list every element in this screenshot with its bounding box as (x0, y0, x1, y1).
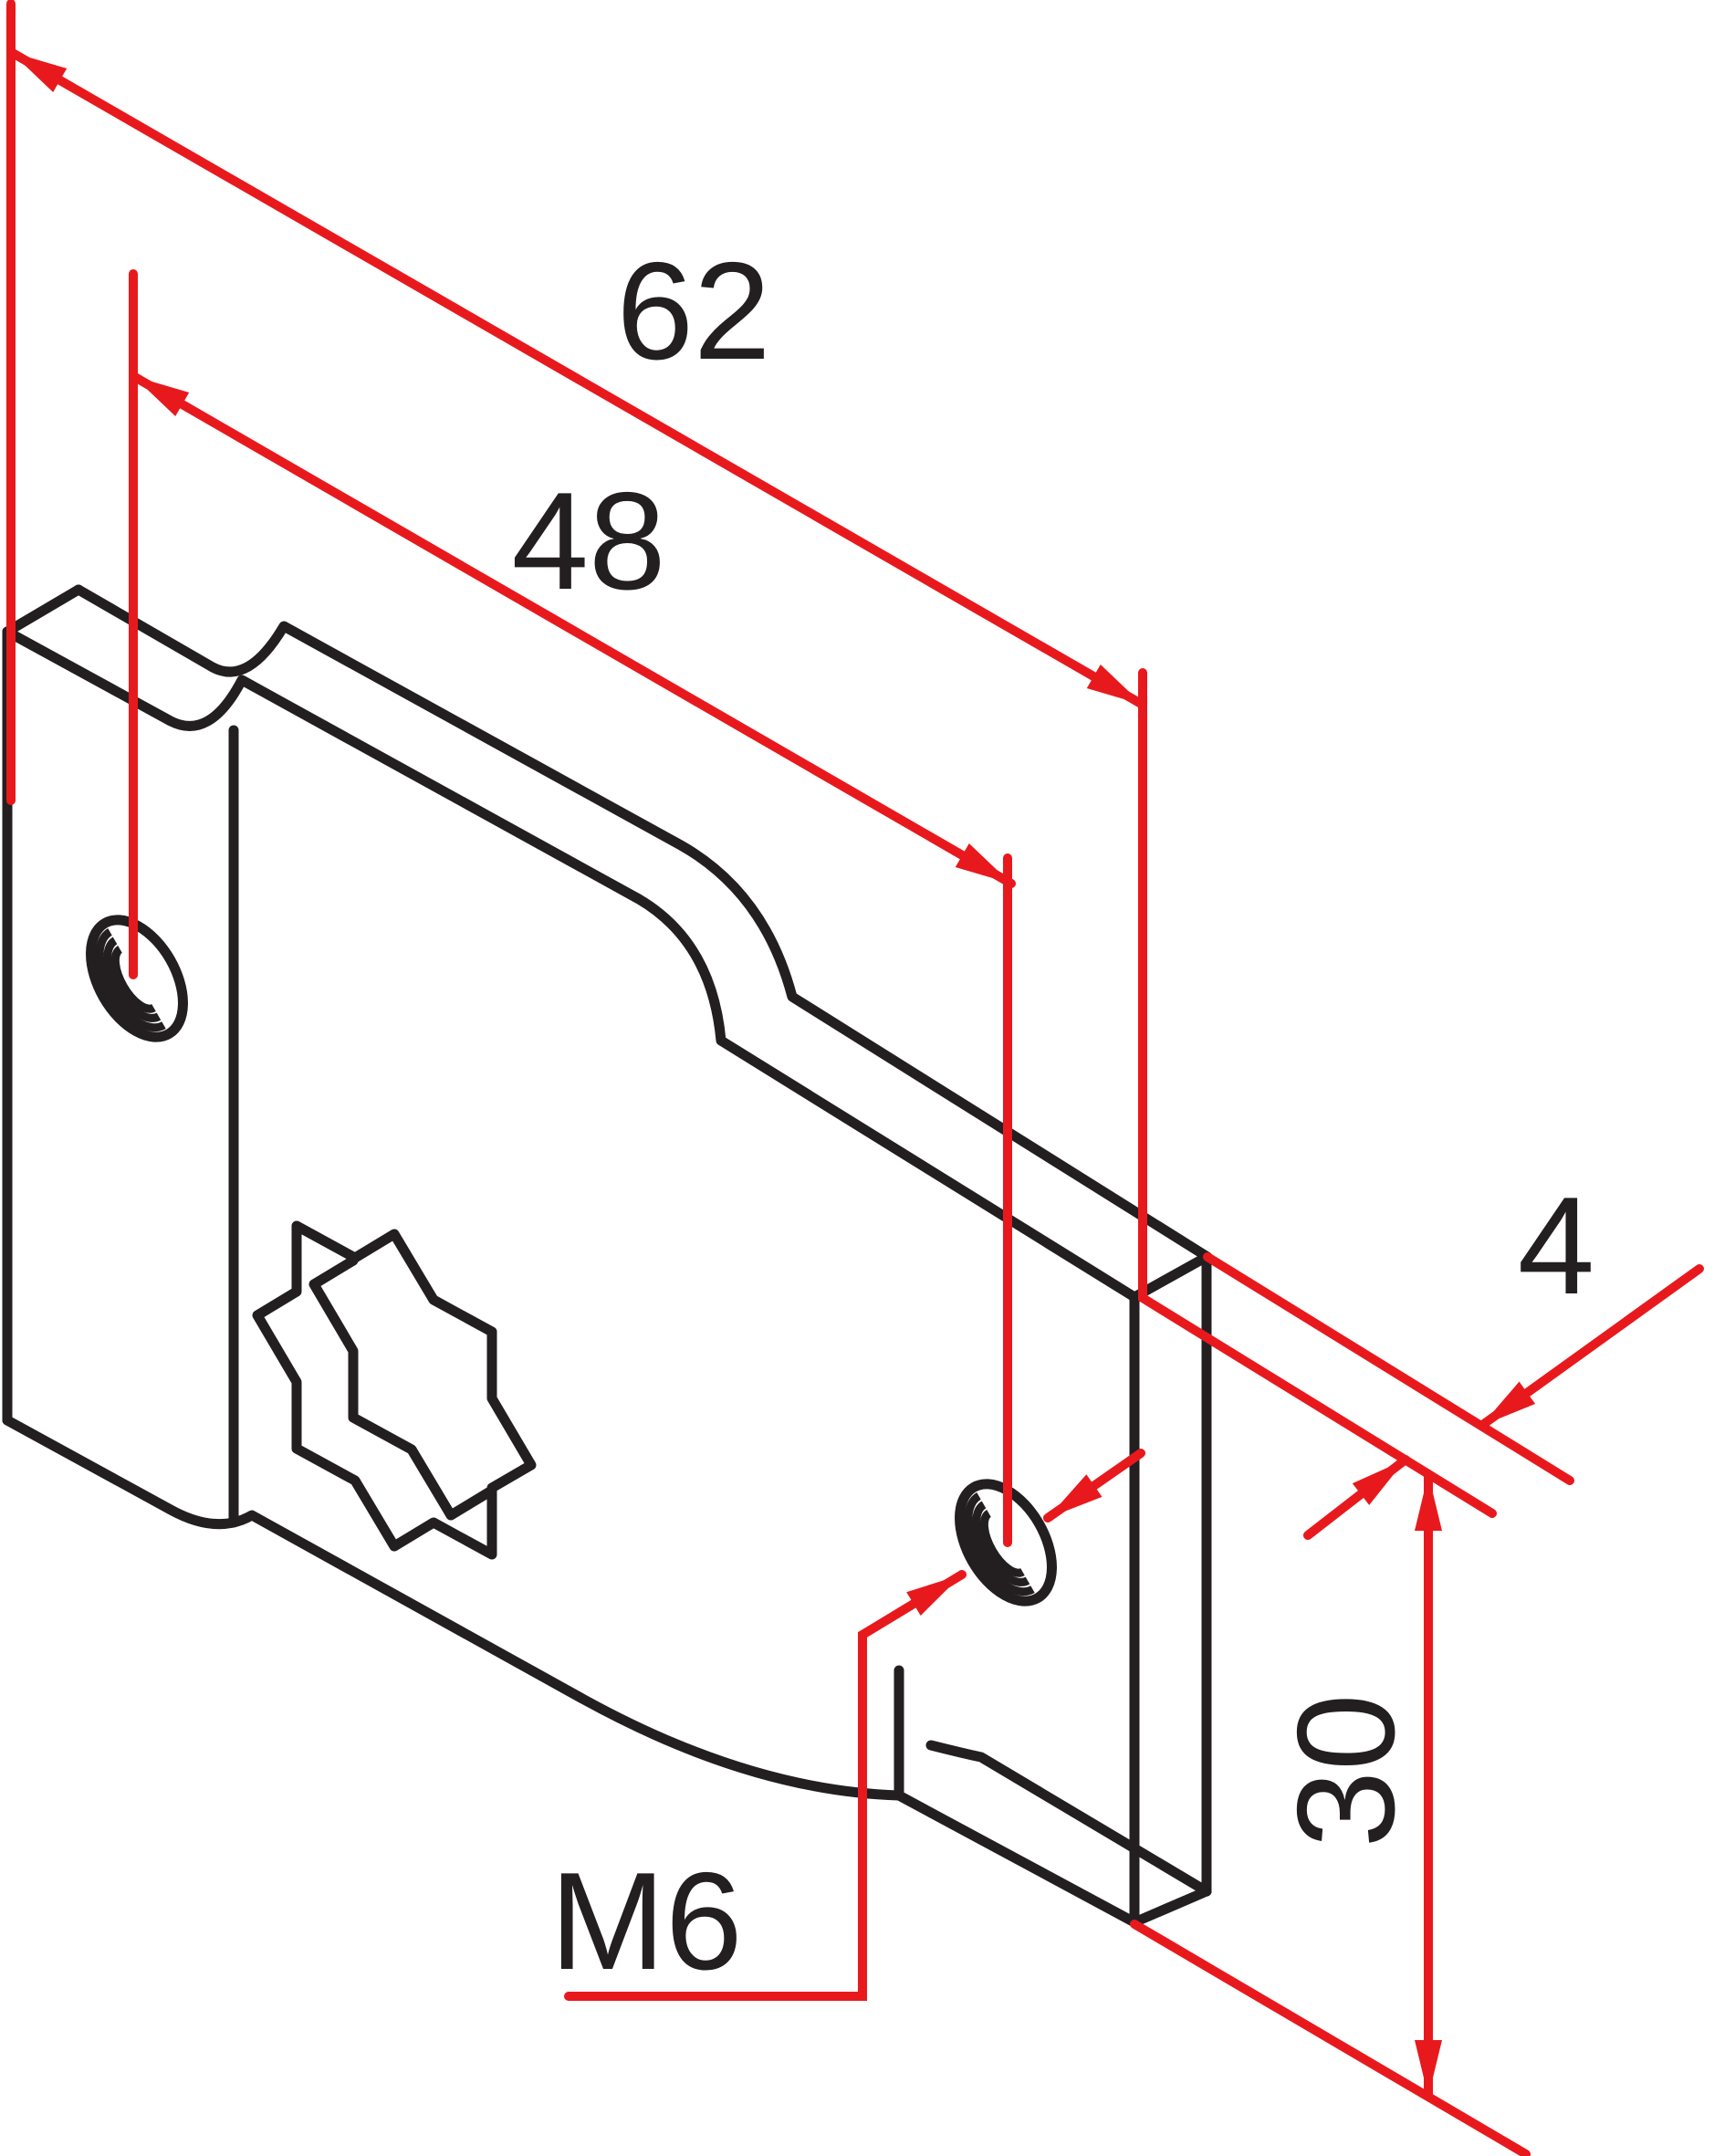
arrowhead (1352, 1460, 1406, 1505)
extension-line (1203, 1252, 1574, 1485)
leader-line (564, 1570, 967, 2001)
label-plate-height: 30 (1269, 1693, 1424, 1847)
dimension-lines (6, 0, 1704, 2156)
star-front-outline (252, 1220, 537, 1560)
arrowhead (1415, 2040, 1442, 2097)
top-front-contour (2, 626, 1140, 1303)
top-back-contour (73, 584, 1213, 1262)
bottom-front-contour (2, 1415, 1140, 1928)
arrowheads (11, 52, 1536, 2097)
dim-48 (129, 269, 1016, 1547)
arrowhead (1048, 1474, 1103, 1518)
label-hole-spacing: 48 (511, 464, 665, 619)
star-cutout (252, 1220, 537, 1560)
extension-line (1138, 668, 1497, 1518)
left-plate-top-edge (2, 584, 84, 637)
right-plate-bottom-edge (1129, 1886, 1212, 1928)
dim-30 (1130, 1470, 1531, 2156)
bracket-outline (2, 584, 1213, 1928)
dimension-line (6, 47, 1147, 709)
arrowhead (133, 376, 190, 416)
extension-line (1130, 1920, 1531, 2156)
label-thread-size: M6 (549, 1844, 742, 1999)
arrowhead (1086, 665, 1143, 705)
arrowhead (1481, 1381, 1536, 1426)
dimension-line (129, 372, 1016, 888)
star-back-outline (308, 1226, 531, 1529)
bottom-back-contour (925, 1740, 1212, 1897)
arrowhead (1415, 1474, 1442, 1531)
label-plate-thickness: 4 (1518, 1168, 1595, 1324)
arrowhead (11, 52, 68, 92)
label-overall-length: 62 (616, 234, 770, 389)
dim-62 (6, 0, 1497, 1518)
arrowhead (955, 843, 1011, 884)
arrowhead (906, 1575, 962, 1616)
dimension-labels: 62 48 4 30 M6 (511, 234, 1594, 1999)
